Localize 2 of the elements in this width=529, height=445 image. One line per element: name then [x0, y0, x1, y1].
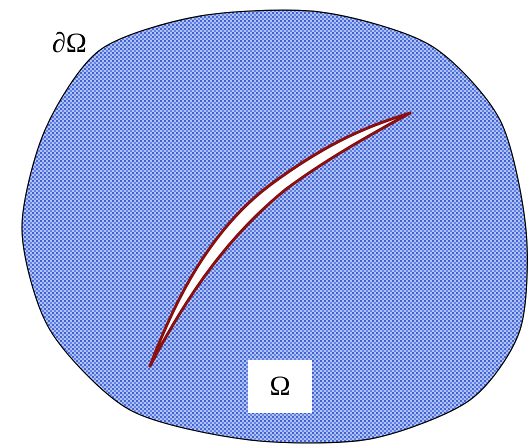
boundary-label: ∂Ω [52, 30, 87, 58]
label-patch: Ω [248, 360, 312, 413]
